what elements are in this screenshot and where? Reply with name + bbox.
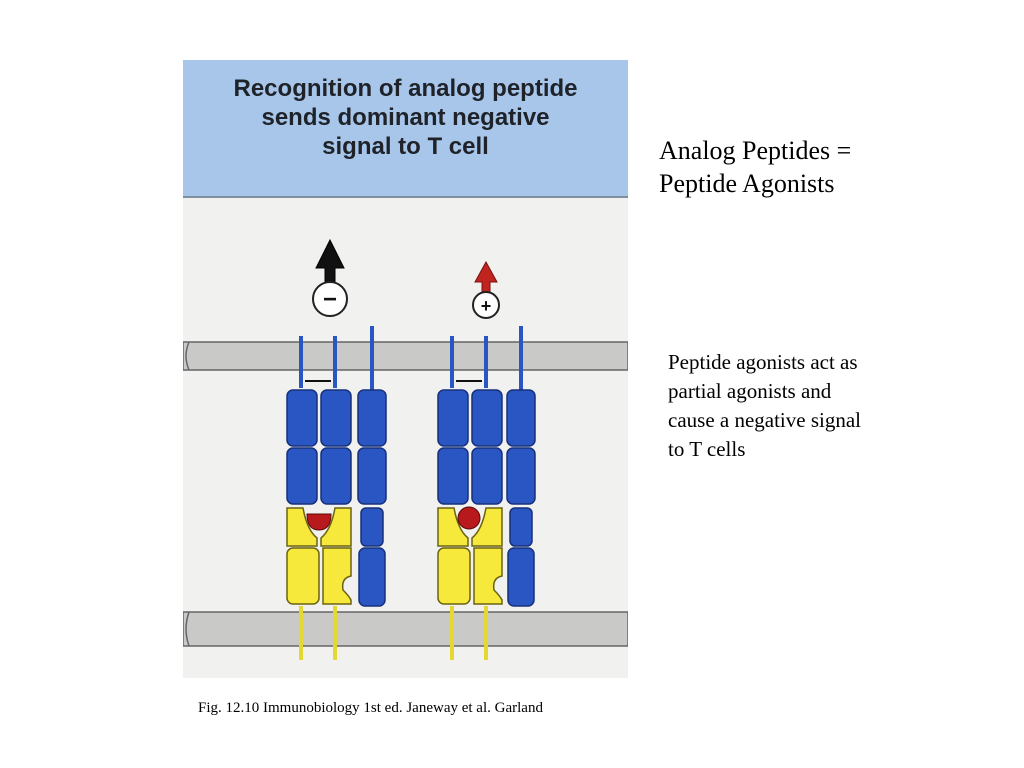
coreceptor-domain: [358, 547, 386, 607]
beta2-microglobulin: [473, 547, 503, 605]
figure-panel: Recognition of analog peptide sends domi…: [183, 60, 628, 678]
tcr-alpha-domain: [286, 389, 318, 447]
coreceptor-domain: [509, 507, 533, 547]
mhc-alpha1-domain: [286, 507, 318, 547]
coreceptor-domain: [506, 447, 536, 505]
agonist-peptide: [457, 506, 481, 530]
t-cell-membrane: [183, 341, 628, 371]
coreceptor-domain: [507, 547, 535, 607]
receptor-diagram: −: [183, 238, 628, 660]
positive-signal-symbol: +: [481, 296, 492, 316]
beta2-microglobulin: [322, 547, 352, 605]
negative-signal-symbol: −: [323, 286, 337, 313]
positive-signal-complex: +: [437, 260, 536, 660]
figure-title: Recognition of analog peptide sends domi…: [233, 75, 578, 160]
apc-membrane-inner-edge: [185, 611, 190, 647]
coreceptor-domain: [360, 507, 384, 547]
tcr-alpha-domain: [286, 447, 318, 505]
t-cell-membrane-inner-edge: [185, 341, 190, 371]
mhc-alpha3-domain: [437, 547, 471, 605]
negative-signal-circle: [312, 281, 348, 317]
figure-caption: Fig. 12.10 Immunobiology 1st ed. Janeway…: [198, 700, 543, 716]
mhc-alpha2-domain: [471, 507, 503, 547]
analog-peptide: [306, 513, 332, 531]
slide-body-text: Peptide agonists act as partial agonists…: [668, 350, 861, 461]
coreceptor-domain: [357, 389, 387, 447]
negative-signal-arrow: [315, 238, 345, 289]
coreceptor-domain: [357, 447, 387, 505]
tcr-alpha-domain: [437, 447, 469, 505]
mhc-alpha3-domain: [286, 547, 320, 605]
tcr-beta-domain: [320, 447, 352, 505]
apc-membrane: [183, 611, 628, 647]
coreceptor-domain: [506, 389, 536, 447]
tcr-beta-domain: [471, 447, 503, 505]
tcr-beta-domain: [471, 389, 503, 447]
mhc-alpha1-domain: [437, 507, 469, 547]
positive-signal-circle: [472, 291, 500, 319]
tcr-beta-domain: [320, 389, 352, 447]
negative-signal-complex: −: [286, 238, 387, 660]
mhc-alpha2-domain: [320, 507, 352, 547]
tcr-alpha-domain: [437, 389, 469, 447]
slide-heading: Analog Peptides = Peptide Agonists: [659, 136, 852, 198]
positive-signal-arrow: [474, 260, 498, 293]
figure-header: Recognition of analog peptide sends domi…: [183, 60, 628, 198]
